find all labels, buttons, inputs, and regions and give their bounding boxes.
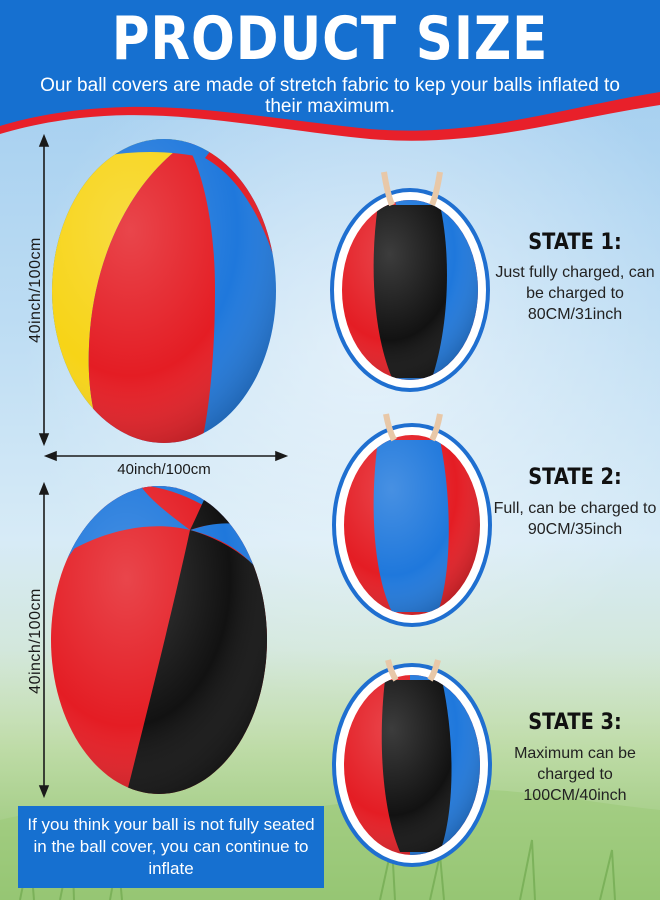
inflate-note-text: If you think your ball is not fully seat… — [27, 815, 315, 878]
state-3-ball — [332, 659, 492, 867]
state-2-description: Full, can be charged to 90CM/35inch — [493, 500, 657, 538]
state-1-description: Just fully charged, can be charged to 80… — [495, 264, 655, 323]
state-3-title: STATE 3: — [528, 710, 622, 735]
ball2-height-label: 40inch/100cm — [27, 588, 44, 694]
ball1-height-label: 40inch/100cm — [27, 237, 44, 343]
header-banner — [0, 0, 660, 141]
state-2-title: STATE 2: — [528, 465, 622, 490]
dimension-lines — [38, 133, 289, 799]
state-3-description: Maximum can be charged to 100CM/40inch — [514, 745, 636, 804]
state-1-ball — [330, 171, 490, 392]
large-ball-primary-colors — [52, 139, 276, 443]
state-2-ball — [332, 413, 492, 627]
inflate-note: If you think your ball is not fully seat… — [18, 806, 324, 888]
page-title: PRODUCT SIZE — [111, 4, 549, 74]
page-subtitle: Our ball covers are made of stretch fabr… — [40, 75, 620, 117]
state-1-title: STATE 1: — [528, 230, 622, 255]
large-ball-dark-colors — [51, 486, 267, 794]
ball1-width-label: 40inch/100cm — [117, 461, 211, 478]
